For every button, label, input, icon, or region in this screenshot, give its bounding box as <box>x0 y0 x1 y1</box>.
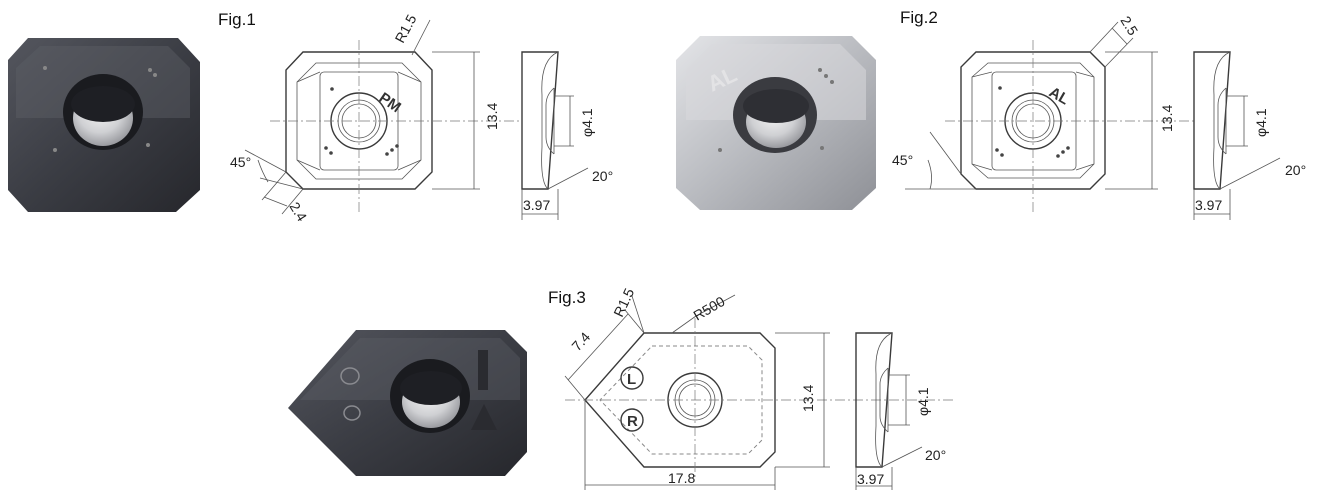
fig2-side-view: φ4.1 20° 3.97 <box>1193 51 1306 220</box>
fig3-photo <box>288 330 527 476</box>
fig3-dim-edge: 7.4 <box>568 329 593 354</box>
fig2-dim-height: 13.4 <box>1159 105 1175 132</box>
fig1-dim-corner: R1.5 <box>392 12 420 46</box>
fig1-dim-clearance: 20° <box>592 168 613 184</box>
fig3-mark-right: R <box>627 413 638 430</box>
fig3-dim-height: 13.4 <box>800 385 816 412</box>
fig1-dim-height: 13.4 <box>484 103 500 130</box>
fig1-photo <box>8 38 200 212</box>
fig2-dim-angle: 45° <box>892 152 913 168</box>
fig2-photo: AL <box>676 36 876 210</box>
fig3-dim-hole: φ4.1 <box>915 387 931 416</box>
fig1-dim-thickness: 3.97 <box>523 197 550 213</box>
fig3-dim-width: 17.8 <box>668 470 695 486</box>
fig3-dim-clearance: 20° <box>925 447 946 463</box>
fig2-dim-hole: φ4.1 <box>1253 108 1269 137</box>
fig2-label: Fig.2 <box>900 8 938 27</box>
fig3-label: Fig.3 <box>548 288 586 307</box>
fig2-dim-thickness: 3.97 <box>1195 197 1222 213</box>
fig3-dim-wiper: R500 <box>691 293 728 324</box>
fig1-dim-chamfer: 2.4 <box>286 199 310 224</box>
fig1-chipbreaker-mark: PM <box>376 89 404 116</box>
fig3-dim-thickness: 3.97 <box>857 471 884 487</box>
fig3-dim-corner: R1.5 <box>610 286 637 320</box>
fig1-dim-hole: φ4.1 <box>579 108 595 137</box>
fig2-dim-chamfer: 2.5 <box>1117 13 1141 38</box>
fig3-side-view: φ4.1 20° 3.97 <box>855 332 946 490</box>
fig2-dim-clearance: 20° <box>1285 162 1306 178</box>
fig2-top-view: AL 2.5 13.4 45° <box>892 13 1195 215</box>
fig1-dim-angle: 45° <box>230 154 251 170</box>
fig2-chipbreaker-mark: AL <box>1046 84 1072 109</box>
fig1-top-view: PM R1.5 13.4 45° 2.4 <box>230 12 520 224</box>
fig1-side-view: φ4.1 20° 3.97 <box>521 51 613 220</box>
fig3-mark-left: L <box>627 371 636 388</box>
fig1-label: Fig.1 <box>218 10 256 29</box>
